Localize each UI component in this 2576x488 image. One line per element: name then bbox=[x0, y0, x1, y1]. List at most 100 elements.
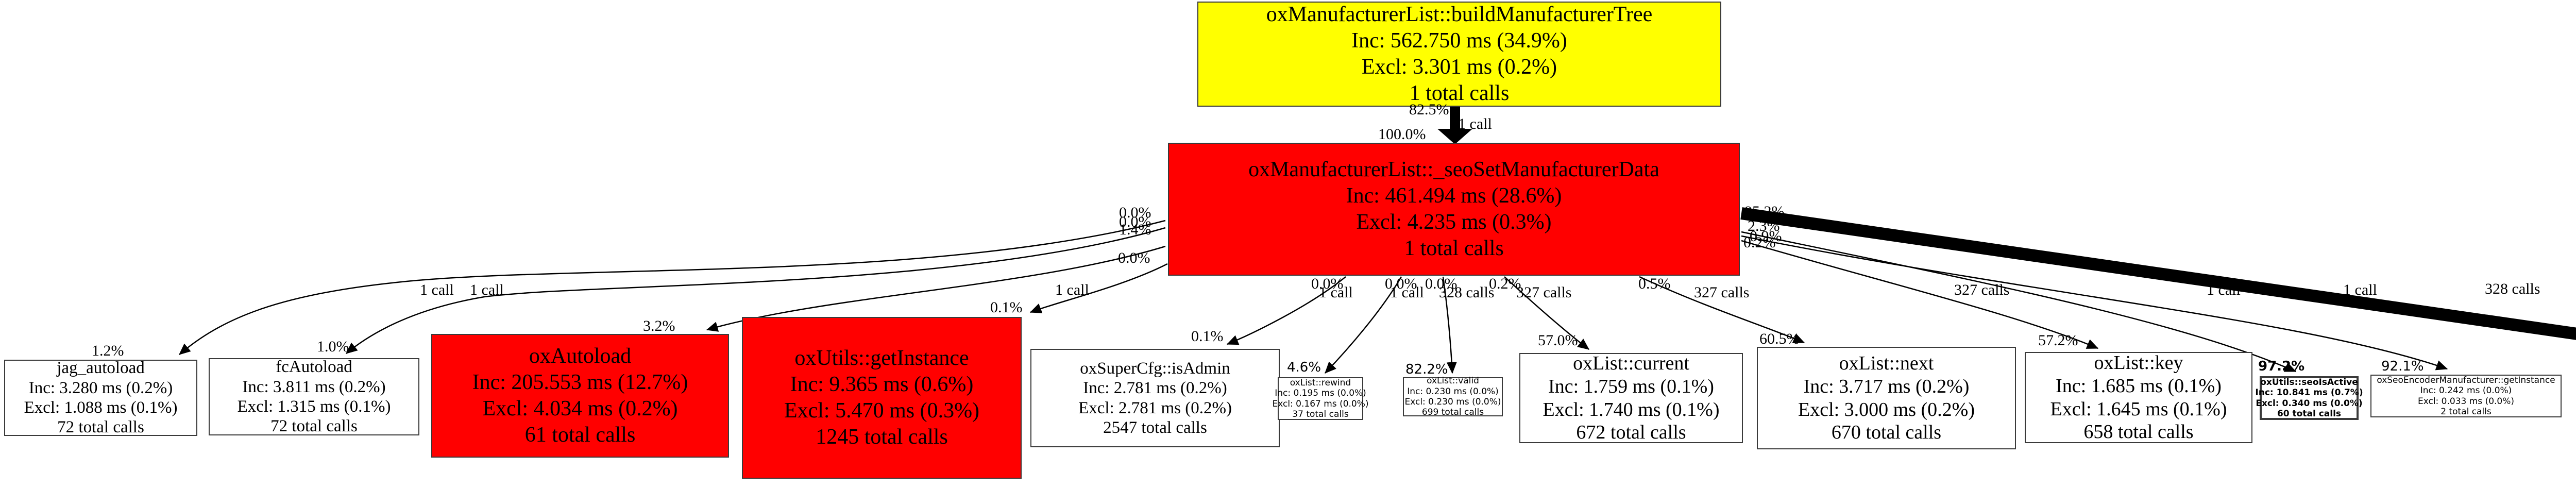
function-call-count: 699 total calls bbox=[1421, 407, 1484, 418]
edge-label: 0.0% bbox=[1385, 275, 1417, 292]
function-call-count: 72 total calls bbox=[270, 417, 358, 436]
function-call-count: 2 total calls bbox=[2441, 406, 2492, 417]
edge-label: 0.0% bbox=[1425, 275, 1458, 292]
function-name: oxManufacturerList::buildManufacturerTre… bbox=[1266, 2, 1653, 26]
function-exclusive-cost: Excl: 2.781 ms (0.2%) bbox=[1078, 398, 1232, 417]
function-inclusive-cost: Inc: 2.781 ms (0.2%) bbox=[1083, 379, 1227, 398]
function-exclusive-cost: Excl: 4.235 ms (0.3%) bbox=[1356, 210, 1552, 234]
edge-to-oxsupercfg-isadmin bbox=[1226, 276, 1346, 345]
function-inclusive-cost: Inc: 1.685 ms (0.1%) bbox=[2056, 375, 2222, 397]
function-name: oxSuperCfg::isAdmin bbox=[1080, 359, 1230, 378]
edge-label: 0.5% bbox=[1638, 275, 1671, 292]
function-name: oxAutoload bbox=[529, 344, 632, 368]
edge-to-oxlist-rewind bbox=[1325, 276, 1402, 374]
function-inclusive-cost: Inc: 0.242 ms (0.0%) bbox=[2420, 385, 2512, 396]
edge-label: 0.1% bbox=[1191, 328, 1224, 345]
edge-to-jag-autoload bbox=[179, 220, 1166, 355]
edge-label: 97.2% bbox=[2258, 359, 2305, 374]
edge-label: 327 calls bbox=[1954, 281, 2010, 298]
edge-to-oxlist-key bbox=[1741, 240, 2099, 349]
function-call-count: 672 total calls bbox=[1576, 422, 1686, 444]
function-name: oxManufacturerList::_seoSetManufacturerD… bbox=[1248, 157, 1659, 181]
function-node[interactable]: oxUtils::getInstance Inc: 9.365 ms (0.6%… bbox=[742, 317, 1022, 479]
edge-to-seoisactive bbox=[1741, 231, 2297, 373]
edge-label: 0.0% bbox=[1311, 275, 1344, 292]
edge-label: 1 call bbox=[1319, 284, 1353, 301]
function-name: oxList::valid bbox=[1427, 376, 1479, 386]
function-exclusive-cost: Excl: 3.301 ms (0.2%) bbox=[1361, 55, 1557, 79]
function-inclusive-cost: Inc: 3.717 ms (0.2%) bbox=[1803, 375, 1970, 397]
function-exclusive-cost: Excl: 4.034 ms (0.2%) bbox=[482, 397, 678, 420]
function-inclusive-cost: Inc: 205.553 ms (12.7%) bbox=[472, 370, 688, 394]
edge-to-oxlist-current bbox=[1504, 276, 1589, 350]
function-node[interactable]: oxList::next Inc: 3.717 ms (0.2%) Excl: … bbox=[1757, 347, 2016, 449]
function-name: fcAutoload bbox=[276, 358, 352, 377]
edge-label: 0.2% bbox=[1489, 275, 1521, 292]
edge-label: 327 calls bbox=[1694, 284, 1750, 301]
edge-to-oxutils-getinstance bbox=[1029, 263, 1168, 313]
edge-label: 1 call bbox=[2343, 281, 2377, 298]
edge-label: 1 call bbox=[2207, 281, 2241, 298]
function-exclusive-cost: Excl: 1.645 ms (0.1%) bbox=[2050, 398, 2227, 420]
function-node[interactable]: oxList::valid Inc: 0.230 ms (0.0%) Excl:… bbox=[1403, 376, 1503, 418]
function-call-count: 670 total calls bbox=[1831, 422, 1942, 444]
edge-label: 328 calls bbox=[2485, 280, 2540, 297]
function-call-count: 61 total calls bbox=[524, 423, 636, 447]
function-name: oxList::key bbox=[2094, 351, 2183, 374]
edge-label: 4.6% bbox=[1287, 360, 1321, 375]
function-inclusive-cost: Inc: 0.195 ms (0.0%) bbox=[1275, 388, 1366, 399]
function-name: oxList::rewind bbox=[1290, 377, 1351, 388]
edge-label: 0.9% bbox=[1750, 228, 1782, 245]
function-inclusive-cost: Inc: 10.841 ms (0.7%) bbox=[2255, 388, 2363, 398]
edge-label: 1 call bbox=[1390, 284, 1424, 301]
edge-label: 1 call bbox=[1458, 115, 1492, 132]
edge-label: 1.4% bbox=[1119, 221, 1151, 238]
edge-build-to-seoset-arrowhead bbox=[1437, 129, 1472, 144]
function-name: oxSeoEncoderManufacturer::getInstance bbox=[2377, 375, 2555, 385]
function-node[interactable]: oxSuperCfg::isAdmin Inc: 2.781 ms (0.2%)… bbox=[1030, 349, 1280, 447]
edge-label: 0.1% bbox=[990, 299, 1023, 316]
function-name: oxList::next bbox=[1839, 352, 1934, 374]
edge-label: 1 call bbox=[1055, 281, 1089, 298]
edge-label: 92.1% bbox=[2381, 359, 2424, 374]
function-inclusive-cost: Inc: 3.280 ms (0.2%) bbox=[28, 378, 173, 397]
function-call-count: 60 total calls bbox=[2277, 408, 2342, 419]
function-name: oxUtils::seoIsActive bbox=[2260, 377, 2358, 388]
function-exclusive-cost: Excl: 0.033 ms (0.0%) bbox=[2417, 396, 2515, 407]
function-node[interactable]: oxManufacturerList::buildManufacturerTre… bbox=[1197, 2, 1721, 107]
function-node[interactable]: oxUtils::seoIsActive Inc: 10.841 ms (0.7… bbox=[2255, 376, 2363, 420]
function-call-count: 1 total calls bbox=[1404, 237, 1504, 261]
edge-label: 1.0% bbox=[317, 338, 349, 355]
function-name: oxList::current bbox=[1573, 352, 1689, 374]
function-inclusive-cost: Inc: 461.494 ms (28.6%) bbox=[1346, 183, 1562, 208]
edge-to-seoencoder-getinstance bbox=[1741, 235, 2448, 371]
edge-to-getmanufacturerurl bbox=[1740, 207, 2576, 340]
edge-label: 1 call bbox=[420, 281, 454, 298]
function-inclusive-cost: Inc: 0.230 ms (0.0%) bbox=[1407, 386, 1499, 397]
function-node[interactable]: fcAutoload Inc: 3.811 ms (0.2%) Excl: 1.… bbox=[209, 358, 419, 435]
function-node[interactable]: oxManufacturerList::_seoSetManufacturerD… bbox=[1168, 143, 1740, 276]
function-node[interactable]: oxAutoload Inc: 205.553 ms (12.7%) Excl:… bbox=[431, 334, 729, 458]
edge-label: 0.0% bbox=[1118, 249, 1150, 266]
function-exclusive-cost: Excl: 0.340 ms (0.0%) bbox=[2256, 398, 2363, 409]
function-node[interactable]: oxSeoEncoderManufacturer::getInstance In… bbox=[2370, 375, 2562, 417]
edge-label: 0.0% bbox=[1119, 204, 1151, 221]
edge-label: 57.0% bbox=[1538, 332, 1578, 349]
edge-label: 3.2% bbox=[643, 317, 675, 334]
function-node[interactable]: oxList::key Inc: 1.685 ms (0.1%) Excl: 1… bbox=[2025, 352, 2252, 443]
function-node[interactable]: oxList::rewind Inc: 0.195 ms (0.0%) Excl… bbox=[1272, 377, 1369, 420]
function-node[interactable]: oxList::current Inc: 1.759 ms (0.1%) Exc… bbox=[1519, 352, 1743, 444]
function-exclusive-cost: Excl: 1.740 ms (0.1%) bbox=[1543, 398, 1720, 420]
function-node[interactable]: jag_autoload Inc: 3.280 ms (0.2%) Excl: … bbox=[4, 359, 197, 436]
edge-label: 82.2% bbox=[1405, 362, 1448, 377]
function-name: oxUtils::getInstance bbox=[794, 346, 969, 370]
function-inclusive-cost: Inc: 3.811 ms (0.2%) bbox=[242, 377, 386, 396]
edge-label: 1.2% bbox=[92, 342, 124, 359]
function-call-count: 37 total calls bbox=[1292, 409, 1349, 419]
function-exclusive-cost: Excl: 0.167 ms (0.0%) bbox=[1272, 398, 1369, 409]
function-inclusive-cost: Inc: 562.750 ms (34.9%) bbox=[1351, 28, 1567, 53]
edge-label: 95.2% bbox=[1744, 203, 1785, 220]
edge-label: 82.5% bbox=[1409, 101, 1449, 118]
